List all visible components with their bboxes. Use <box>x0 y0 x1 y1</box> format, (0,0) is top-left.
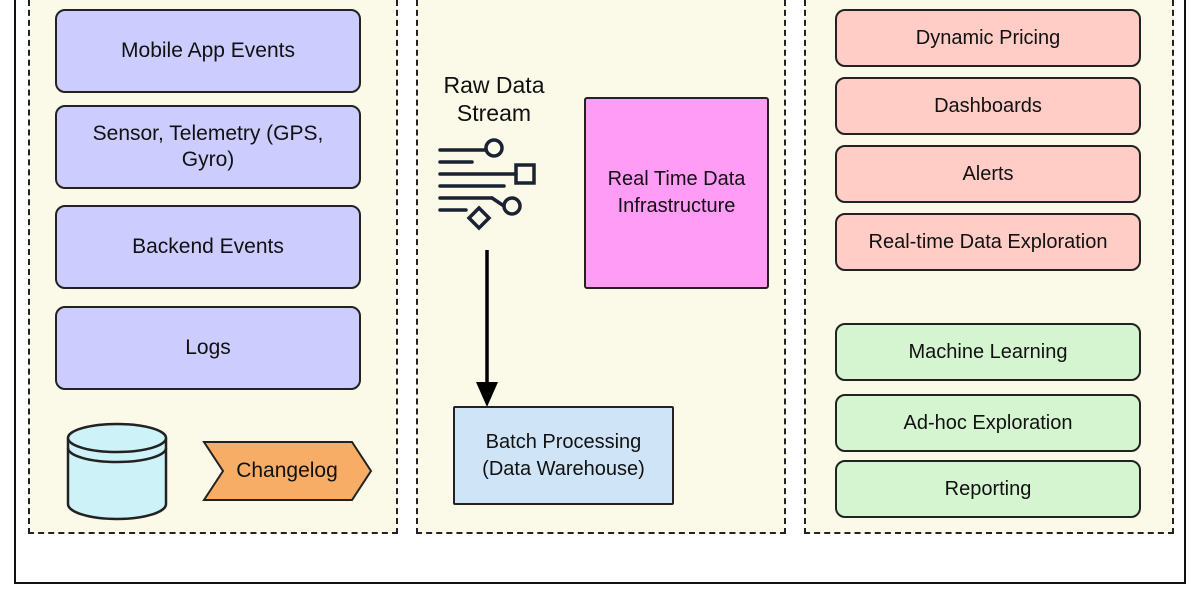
raw-data-stream-label: Raw Data Stream <box>443 72 545 126</box>
source-backend-events: Backend Events <box>55 205 361 289</box>
realtime-infrastructure-box: Real Time Data Infrastructure <box>584 97 769 289</box>
arrow-down-icon <box>476 250 498 407</box>
source-label: Backend Events <box>132 235 284 258</box>
changelog-arrow-shape <box>202 441 373 501</box>
changelog-label: Changelog <box>236 459 338 482</box>
source-logs: Logs <box>55 306 361 390</box>
source-sensor-telemetry: Sensor, Telemetry (GPS, Gyro) <box>55 105 361 189</box>
use-realtime-data-exploration: Real-time Data Exploration <box>835 213 1141 271</box>
batch-processing-box: Batch Processing (Data Warehouse) <box>453 406 674 505</box>
data-stream-icon <box>438 138 536 231</box>
use-label: Dashboards <box>934 95 1042 117</box>
realtime-infrastructure-label: Real Time Data Infrastructure <box>607 168 746 217</box>
use-label: Reporting <box>944 478 1032 500</box>
use-label: Machine Learning <box>908 341 1068 363</box>
source-label: Logs <box>185 336 231 359</box>
source-label: Mobile App Events <box>121 39 295 62</box>
use-dynamic-pricing: Dynamic Pricing <box>835 9 1141 67</box>
use-label: Alerts <box>962 163 1014 185</box>
use-alerts: Alerts <box>835 145 1141 203</box>
use-label: Real-time Data Exploration <box>868 231 1108 253</box>
source-mobile-app-events: Mobile App Events <box>55 9 361 93</box>
batch-processing-label: Batch Processing (Data Warehouse) <box>482 430 645 480</box>
use-dashboards: Dashboards <box>835 77 1141 135</box>
use-adhoc-exploration: Ad-hoc Exploration <box>835 394 1141 452</box>
source-label: Sensor, Telemetry (GPS, Gyro) <box>92 122 324 171</box>
use-machine-learning: Machine Learning <box>835 323 1141 381</box>
diagram-frame <box>14 0 1186 584</box>
database-icon <box>66 422 168 521</box>
use-label: Dynamic Pricing <box>915 27 1061 49</box>
use-label: Ad-hoc Exploration <box>903 412 1073 434</box>
use-reporting: Reporting <box>835 460 1141 518</box>
